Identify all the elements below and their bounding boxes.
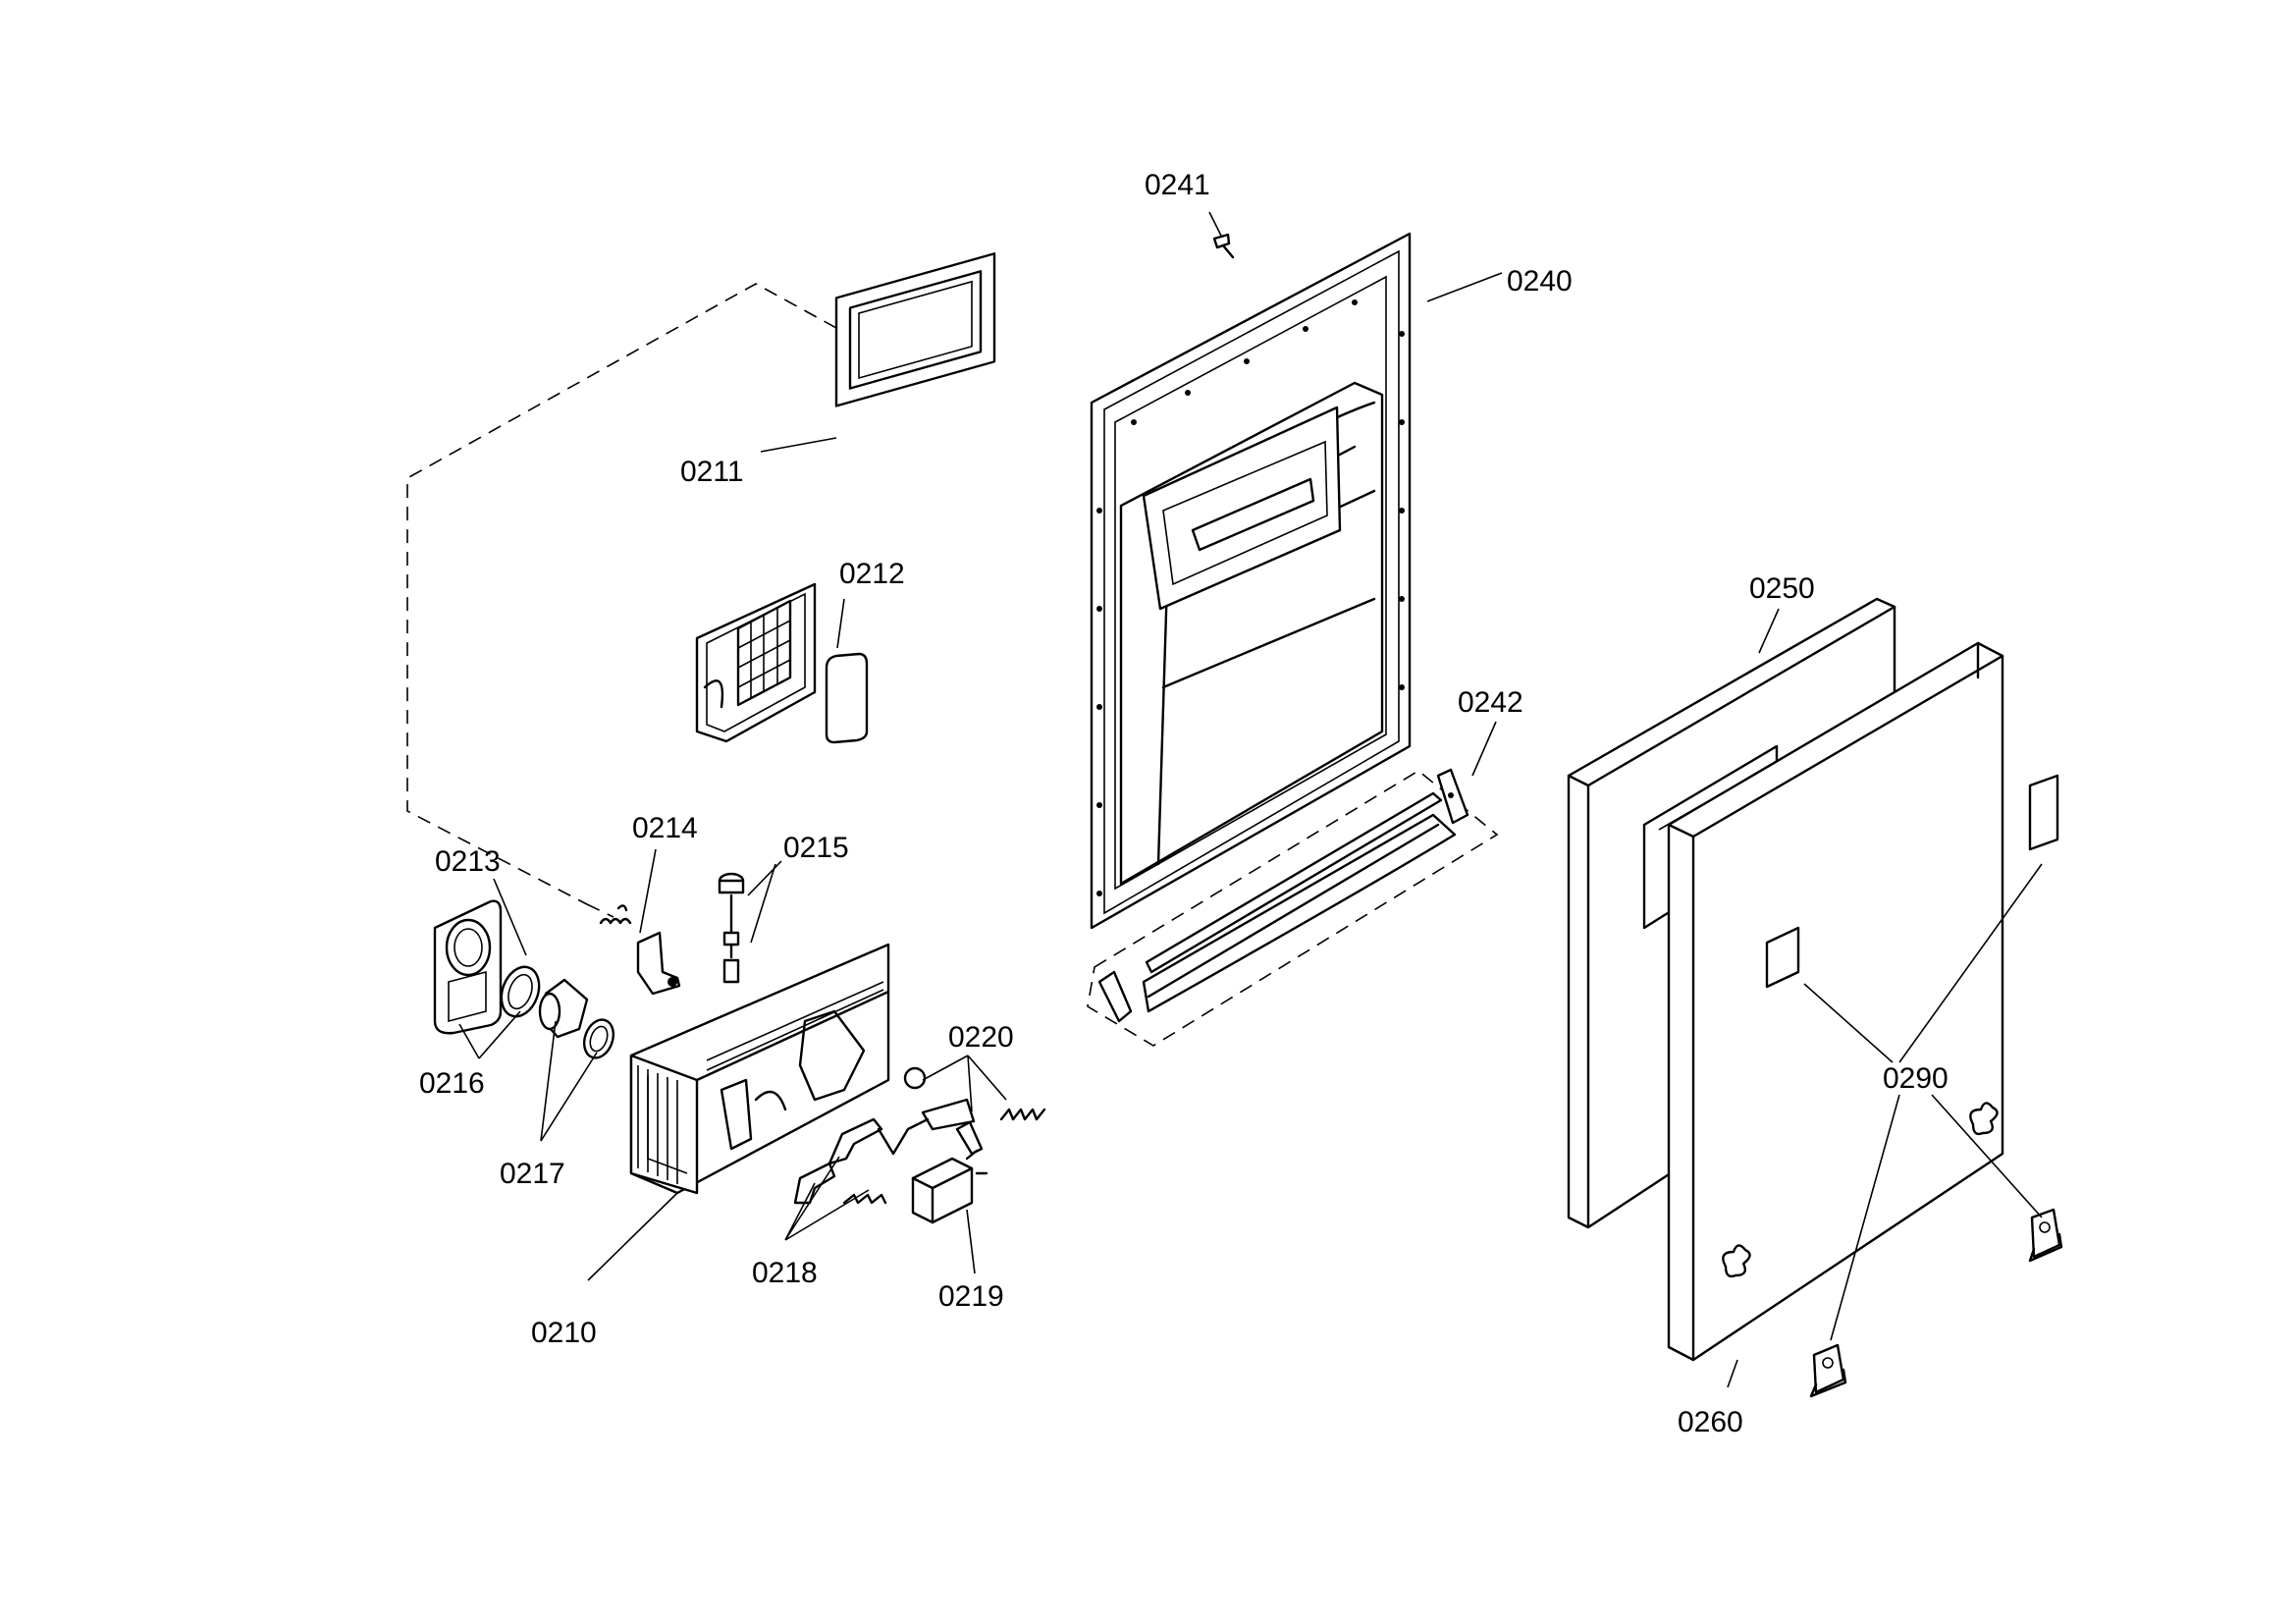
label-0260: 0260 [1678,1406,1743,1438]
label-0240: 0240 [1507,265,1573,298]
part-0242-hinge-strip [1087,768,1499,1047]
label-0213: 0213 [435,845,501,878]
label-0219: 0219 [938,1280,1004,1313]
label-0290: 0290 [1883,1062,1949,1095]
assembly-outline-dashed [406,283,857,918]
part-0240-inner-door [1090,232,1412,930]
part-0290-hinge-bracket-left [1809,1343,1847,1398]
part-small-spring [599,904,632,925]
part-0210-dispenser [629,943,890,1195]
part-0215-pin [718,872,745,984]
part-labels: 0211 0212 0213 0214 0215 0216 0217 0210 … [419,169,1949,1438]
part-0290-label-plate [2028,774,2059,851]
part-0220-lever [921,1098,984,1156]
part-0290-hinge-bracket-right [2028,1208,2063,1263]
label-0218: 0218 [752,1257,818,1289]
part-0220-ball [903,1066,927,1090]
label-0242: 0242 [1458,686,1523,719]
part-0213-ring [500,965,541,1018]
label-0241: 0241 [1145,169,1210,201]
label-0250: 0250 [1749,572,1815,605]
part-0241-screw [1212,233,1235,259]
inner-door-screw-holes [1096,299,1405,896]
leader-lines [458,211,2043,1388]
part-0216-cover [433,899,503,1035]
label-0211: 0211 [680,456,744,488]
part-0218-catch [793,1117,887,1205]
part-0219-switch [911,1149,988,1224]
part-0214-lever [636,931,681,996]
label-0215: 0215 [783,832,849,864]
label-0214: 0214 [632,812,698,844]
part-0211-frame [834,252,996,407]
label-0220: 0220 [948,1021,1014,1054]
part-0218-wire [877,1117,930,1156]
label-0212: 0212 [839,558,905,590]
part-0212-filter-holder [695,582,869,744]
part-0217-valve [538,978,615,1059]
label-0210: 0210 [531,1317,597,1349]
part-0260-front-panel [1667,641,2004,1362]
label-0216: 0216 [419,1067,485,1100]
label-0217: 0217 [500,1158,565,1190]
part-0220-spring [999,1108,1046,1121]
